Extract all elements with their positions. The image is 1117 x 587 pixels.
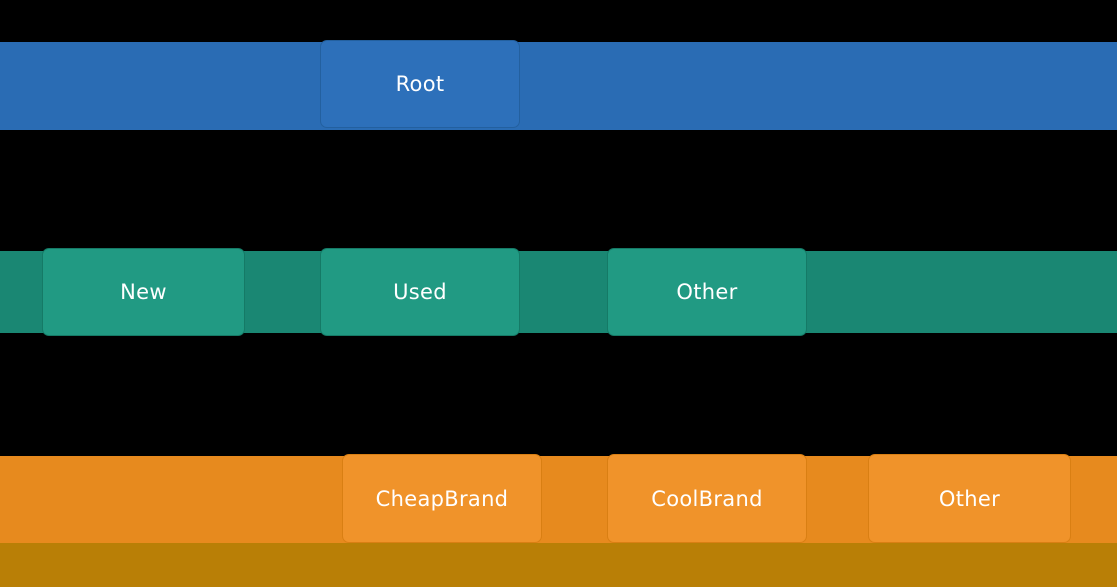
node-label-root: Root (395, 72, 445, 96)
node-label-cheapbrand: CheapBrand (375, 486, 509, 511)
tree-node-root[interactable]: Root (320, 40, 520, 128)
tree-node-cheapbrand[interactable]: CheapBrand (342, 454, 542, 543)
node-label-other-level3: Other (938, 486, 1001, 511)
node-label-used: Used (393, 280, 447, 304)
tree-node-new[interactable]: New (42, 248, 245, 336)
tree-node-other-level3[interactable]: Other (868, 454, 1071, 543)
tree-node-used[interactable]: Used (320, 248, 520, 336)
level-band-root (0, 42, 1117, 130)
node-label-coolbrand: CoolBrand (651, 486, 763, 511)
tree-node-coolbrand[interactable]: CoolBrand (607, 454, 807, 543)
tree-node-other-level2[interactable]: Other (607, 248, 807, 336)
level-band-4-partial (0, 543, 1117, 587)
node-label-new: New (120, 280, 167, 304)
node-label-other-level2: Other (676, 280, 738, 304)
